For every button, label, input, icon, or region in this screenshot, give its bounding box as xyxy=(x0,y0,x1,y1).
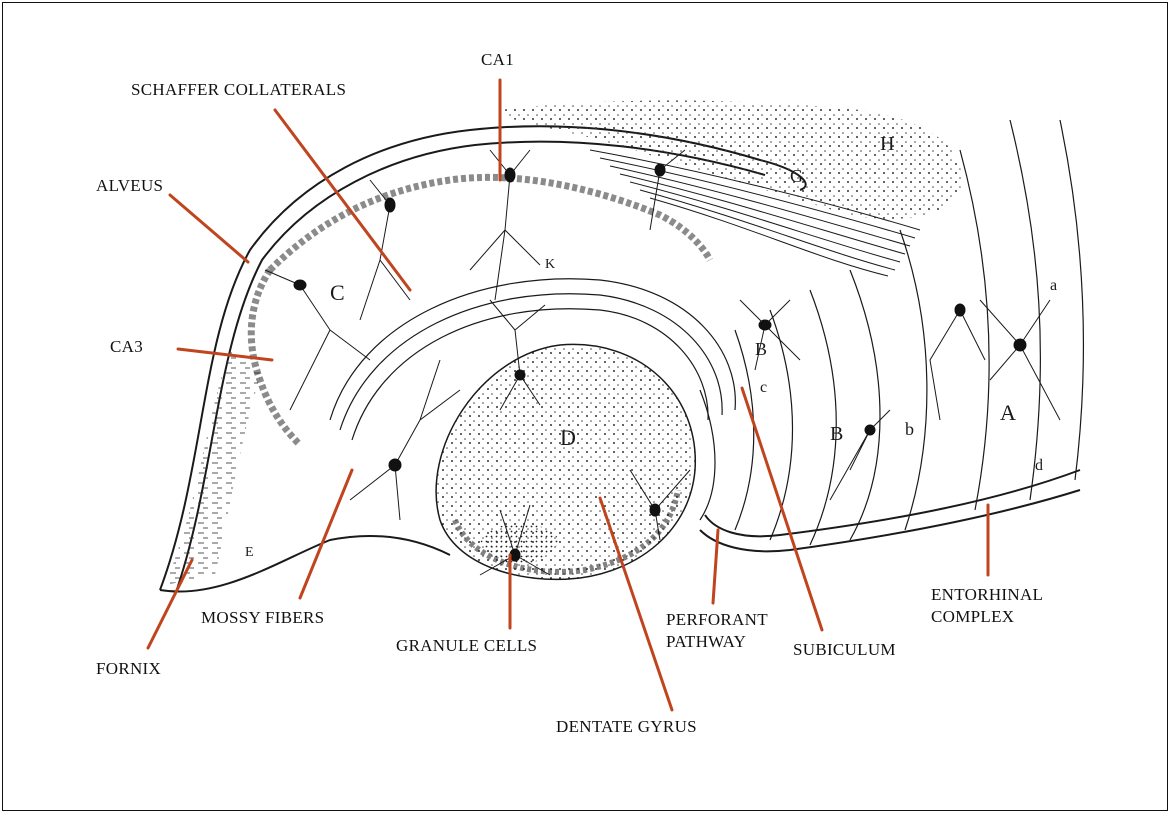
leader-subiculum xyxy=(742,388,822,630)
label-perforant-pathway: PERFORANT PATHWAY xyxy=(666,609,768,653)
label-ca3: CA3 xyxy=(110,337,143,357)
region-letter-c-upper: C xyxy=(330,280,345,305)
region-letter-d-lower: d xyxy=(1035,457,1043,474)
region-letter-c-lower: c xyxy=(760,379,767,396)
region-h-stipple xyxy=(500,101,962,219)
label-subiculum: SUBICULUM xyxy=(793,640,896,660)
label-granule-cells: GRANULE CELLS xyxy=(396,636,537,656)
label-schaffer-collaterals: SCHAFFER COLLATERALS xyxy=(131,80,346,100)
region-letter-d-large: D xyxy=(560,425,576,450)
leader-alveus xyxy=(170,195,248,262)
region-letter-a-lower: a xyxy=(1050,277,1057,294)
label-ca1: CA1 xyxy=(481,50,514,70)
label-alveus: ALVEUS xyxy=(96,176,163,196)
region-letter-g: G xyxy=(790,166,803,186)
dentate-gyrus-shape xyxy=(436,344,695,579)
region-letter-b-second: B xyxy=(755,339,767,359)
region-letter-a-upper: A xyxy=(1000,400,1016,425)
label-fornix: FORNIX xyxy=(96,659,161,679)
region-letter-h: H xyxy=(880,133,894,155)
region-letter-e: E xyxy=(245,545,254,560)
label-entorhinal-complex: ENTORHINAL COMPLEX xyxy=(931,584,1043,628)
leader-mossy xyxy=(300,470,352,598)
label-dentate-gyrus: DENTATE GYRUS xyxy=(556,717,697,737)
region-letter-b-upper: B xyxy=(830,423,843,445)
leader-ca3 xyxy=(178,349,272,360)
label-mossy-fibers: MOSSY FIBERS xyxy=(201,608,324,628)
region-letter-b-lower: b xyxy=(905,419,914,439)
region-letter-k: K xyxy=(545,257,555,272)
